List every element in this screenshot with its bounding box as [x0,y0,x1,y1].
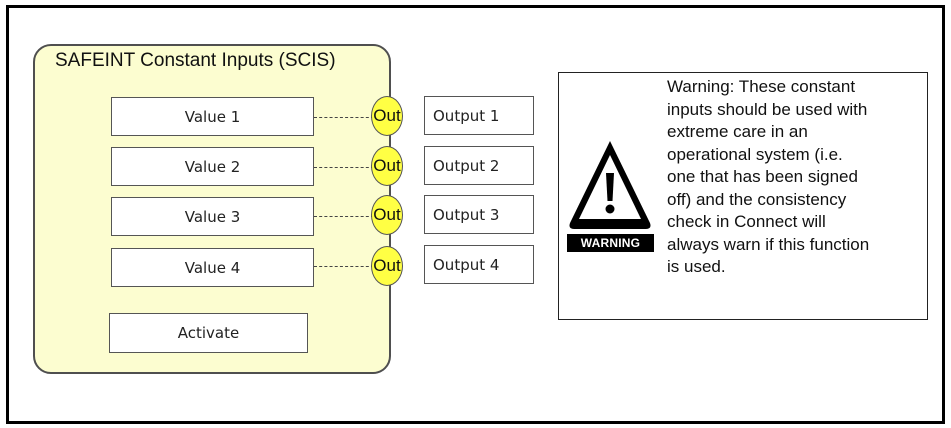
connector-4 [314,266,374,267]
warning-line: extreme care in an [667,122,808,141]
warning-line: off) and the consistency [667,189,847,209]
value-4-box: Value 4 [111,248,314,287]
out-port-3: Out [371,195,403,235]
warning-line: Warning: These constant [667,77,856,96]
warning-triangle-icon [569,141,651,229]
out-port-2: Out [371,146,403,186]
warning-line: is used. [667,257,726,276]
output-3-box: Output 3 [424,195,534,234]
connector-1 [314,117,374,118]
output-2-box: Output 2 [424,146,534,185]
connector-3 [314,216,374,217]
block-title: SAFEINT Constant Inputs (SCIS) [55,50,336,71]
warning-line: one that has been signed [667,167,858,186]
warning-line: check in Connect will [667,212,826,231]
out-port-4: Out [371,246,403,286]
warning-line: operational system (i.e. [667,144,843,164]
value-1-box: Value 1 [111,97,314,136]
value-2-box: Value 2 [111,147,314,186]
warning-label: WARNING [567,234,654,252]
activate-box: Activate [109,313,308,353]
output-4-box: Output 4 [424,245,534,284]
out-port-1: Out [371,96,403,136]
diagram-frame [6,5,945,424]
warning-line: inputs should be used with [667,99,868,119]
warning-text: Warning: These constant inputs should be… [667,76,925,279]
value-3-box: Value 3 [111,197,314,236]
output-1-box: Output 1 [424,96,534,135]
connector-2 [314,167,374,168]
warning-line: always warn if this function [667,234,870,254]
